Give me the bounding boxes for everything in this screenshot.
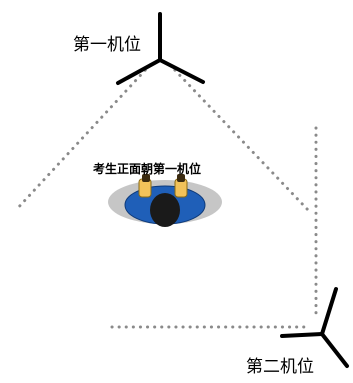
camera1-view-lines <box>14 63 310 212</box>
camera1-tripod-icon <box>116 12 205 85</box>
right-cuff <box>177 174 185 182</box>
left-cuff <box>142 174 150 182</box>
camera1-view-line-right <box>168 63 310 212</box>
camera2-label: 第二机位 <box>246 357 314 377</box>
examinee-icon <box>108 174 222 227</box>
camera1-view-line-left <box>14 63 152 212</box>
examinee-note: 考生正面朝第一机位 <box>93 162 202 176</box>
camera1-label: 第一机位 <box>73 35 141 55</box>
camera2-view-lines <box>110 126 318 329</box>
head-shape <box>150 193 180 227</box>
camera2-tripod-icon <box>280 287 349 368</box>
